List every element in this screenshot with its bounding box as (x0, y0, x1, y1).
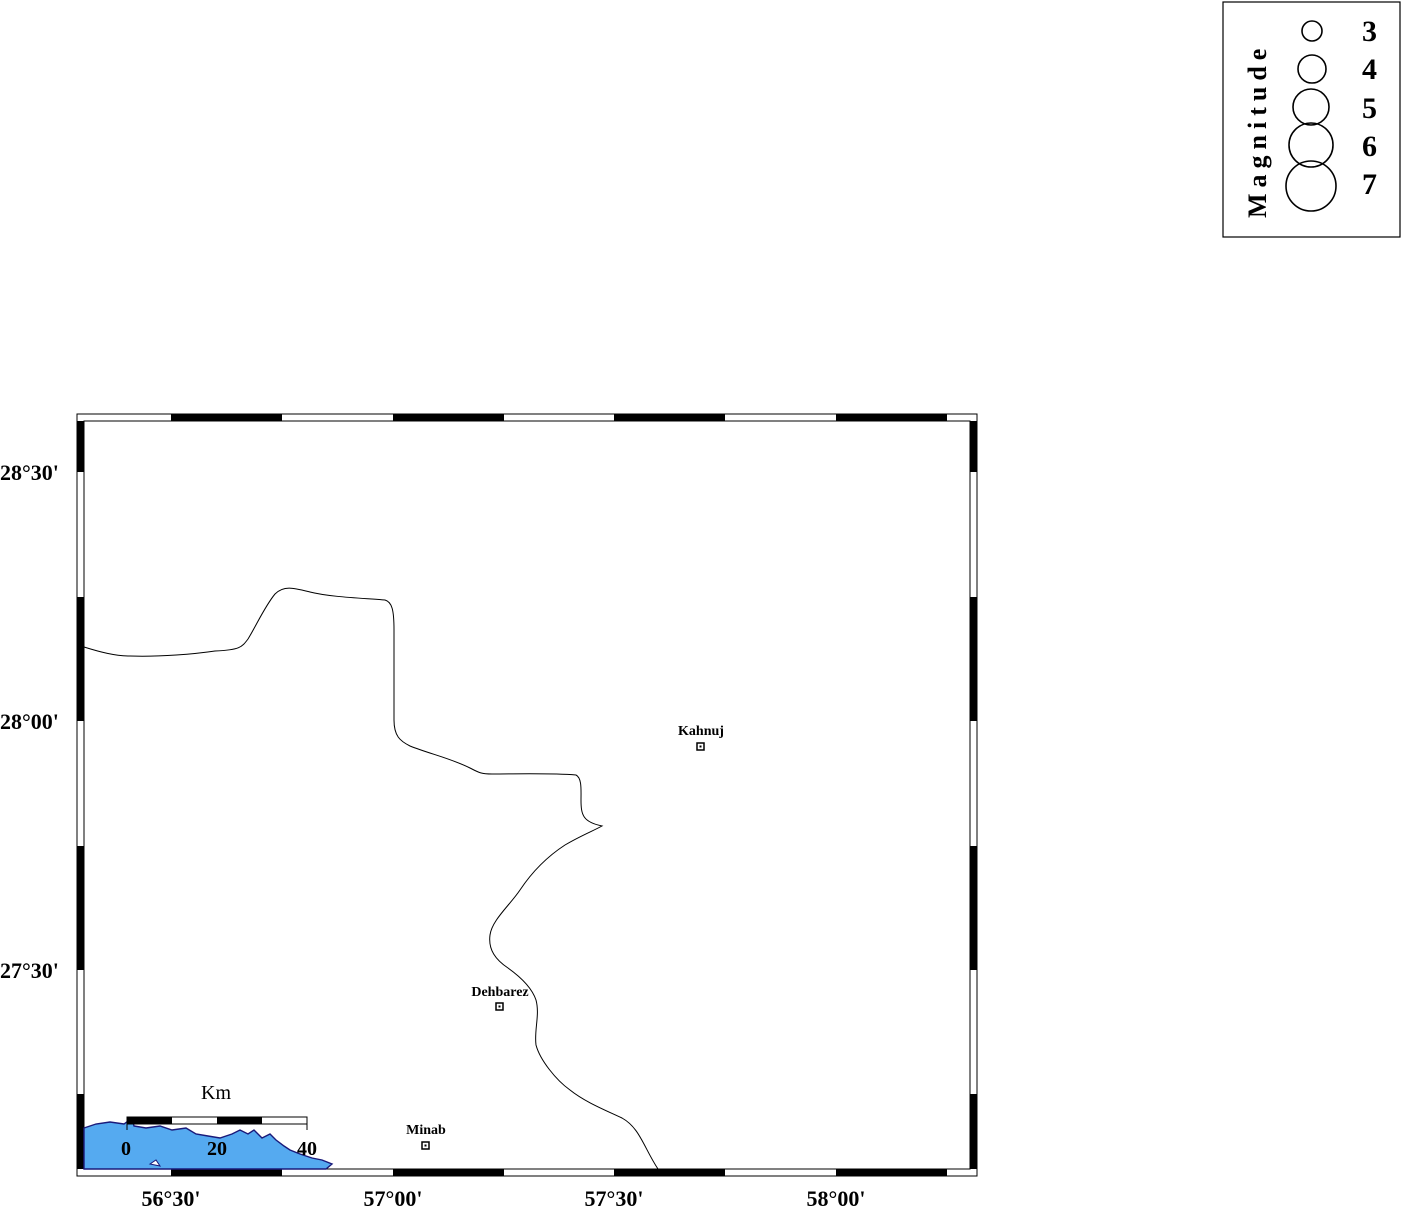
lat-label: 28°30' (0, 460, 59, 485)
legend-label-7: 7 (1362, 168, 1377, 201)
lon-label: 57°00' (364, 1186, 423, 1208)
longitude-labels: 56°30' 57°00' 57°30' 58°00' (142, 1186, 866, 1208)
scale-bar: Km 0 20 40 (121, 1082, 317, 1160)
legend-label-6: 6 (1362, 130, 1377, 163)
boundary-line (83, 587, 659, 1170)
legend-label-3: 3 (1362, 15, 1377, 48)
frame-top-band (171, 414, 947, 421)
lon-label: 56°30' (142, 1186, 201, 1208)
frame-outer (76, 413, 978, 1177)
frame-right-band (970, 421, 977, 1169)
legend-title: Magnitude (1243, 43, 1272, 218)
map-frame (76, 413, 978, 1177)
frame-inner (83, 420, 971, 1170)
legend-circle-3 (1301, 20, 1323, 42)
scale-title: Km (201, 1082, 231, 1104)
legend-circle-7 (1285, 160, 1337, 212)
legend-circle-5 (1292, 88, 1330, 126)
lat-label: 27°30' (0, 958, 59, 983)
city-dehbarez: Dehbarez (471, 985, 529, 1011)
scale-label-0: 0 (121, 1138, 131, 1160)
legend-circle-4 (1297, 54, 1327, 84)
lon-label: 58°00' (807, 1186, 866, 1208)
city-minab: Minab (406, 1123, 446, 1150)
city-label: Dehbarez (471, 985, 528, 1000)
city-label: Kahnuj (678, 724, 724, 739)
lat-label: 28°00' (0, 709, 59, 734)
scale-label-40: 40 (297, 1138, 317, 1160)
legend-circle-6 (1288, 122, 1334, 168)
scale-label-20: 20 (207, 1138, 227, 1160)
latitude-labels: 28°30' 28°00' 27°30' (0, 460, 59, 983)
legend-label-5: 5 (1362, 92, 1377, 125)
magnitude-legend: Magnitude 3 4 5 6 7 (1222, 1, 1401, 238)
city-label: Minab (406, 1123, 446, 1138)
frame-bottom-band (171, 1169, 947, 1176)
lon-label: 57°30' (585, 1186, 644, 1208)
legend-label-4: 4 (1362, 53, 1377, 86)
island-shape (148, 1159, 162, 1167)
city-kahnuj: Kahnuj (678, 724, 724, 751)
frame-left-band (77, 421, 84, 1169)
